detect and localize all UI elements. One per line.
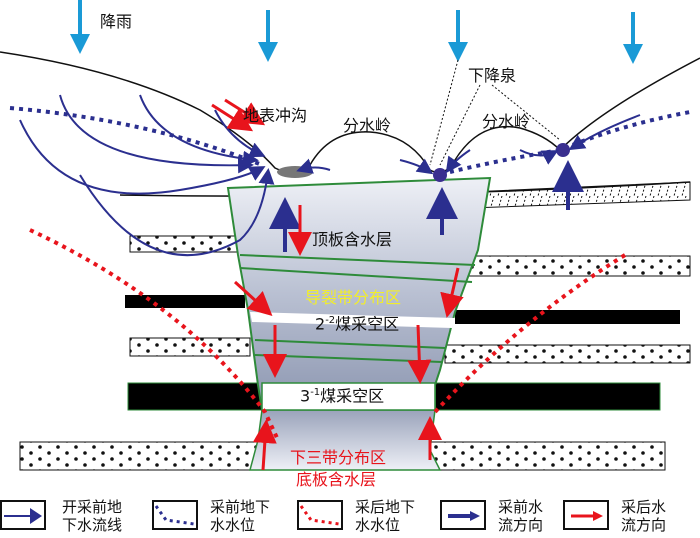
post-mining-water-table: [29, 228, 627, 441]
rain-label: 降雨: [100, 12, 133, 31]
legend-item: 采后地下水水位: [355, 498, 416, 534]
rain-arrow-icon: [448, 10, 468, 62]
roof-aquifer-label: 顶板含水层: [312, 230, 393, 249]
legend-pre-flow-line-swatch: [0, 500, 46, 530]
coal-seam-2-2-left: [125, 295, 245, 308]
legend-item: 采前地下水水位: [210, 498, 271, 534]
legend-item: 采前水流方向: [498, 498, 544, 534]
rain-arrows: [70, 0, 643, 64]
pre-mining-water-table: [9, 106, 691, 174]
ground-surface: [0, 51, 700, 174]
floor-aquifer-label: 底板含水层: [296, 470, 377, 489]
legend-pre-flow-direction-swatch: [440, 500, 486, 530]
goaf-3-1-label: 3-1煤采空区: [300, 386, 385, 406]
surface-gully-label: 地表冲沟: [243, 106, 308, 125]
coal-seam-2-2-right: [455, 310, 680, 324]
coal-seam-3-1-left: [127, 382, 264, 411]
legend-item: 开采前地下水流线: [62, 498, 123, 534]
legend-pre-water-table-swatch: [152, 500, 198, 530]
rain-arrow-icon: [70, 0, 90, 54]
coal-seam-3-1-right: [434, 382, 661, 411]
watershed-left-label: 分水岭: [343, 116, 392, 135]
legend-item: 采后水流方向: [621, 498, 667, 534]
rain-arrow-icon: [623, 12, 643, 64]
fracture-zone-label: 导裂带分布区: [305, 288, 402, 307]
descending-spring-label: 下降泉: [468, 66, 517, 85]
pre-mining-flow-arrows: [269, 160, 584, 252]
legend-post-water-table-swatch: [297, 500, 343, 530]
pre-mining-flow-lines: [19, 94, 641, 256]
watershed-right-label: 分水岭: [482, 112, 531, 131]
post-mining-flow-arrows: [211, 98, 464, 471]
goaf-2-2-label: 2-2煤采空区: [315, 314, 400, 334]
spring-icon: [433, 168, 447, 182]
lower-three-zones-label: 下三带分布区: [290, 448, 387, 467]
spring-icon: [556, 143, 570, 157]
legend-post-flow-direction-swatch: [563, 500, 609, 530]
rain-arrow-icon: [258, 10, 278, 62]
